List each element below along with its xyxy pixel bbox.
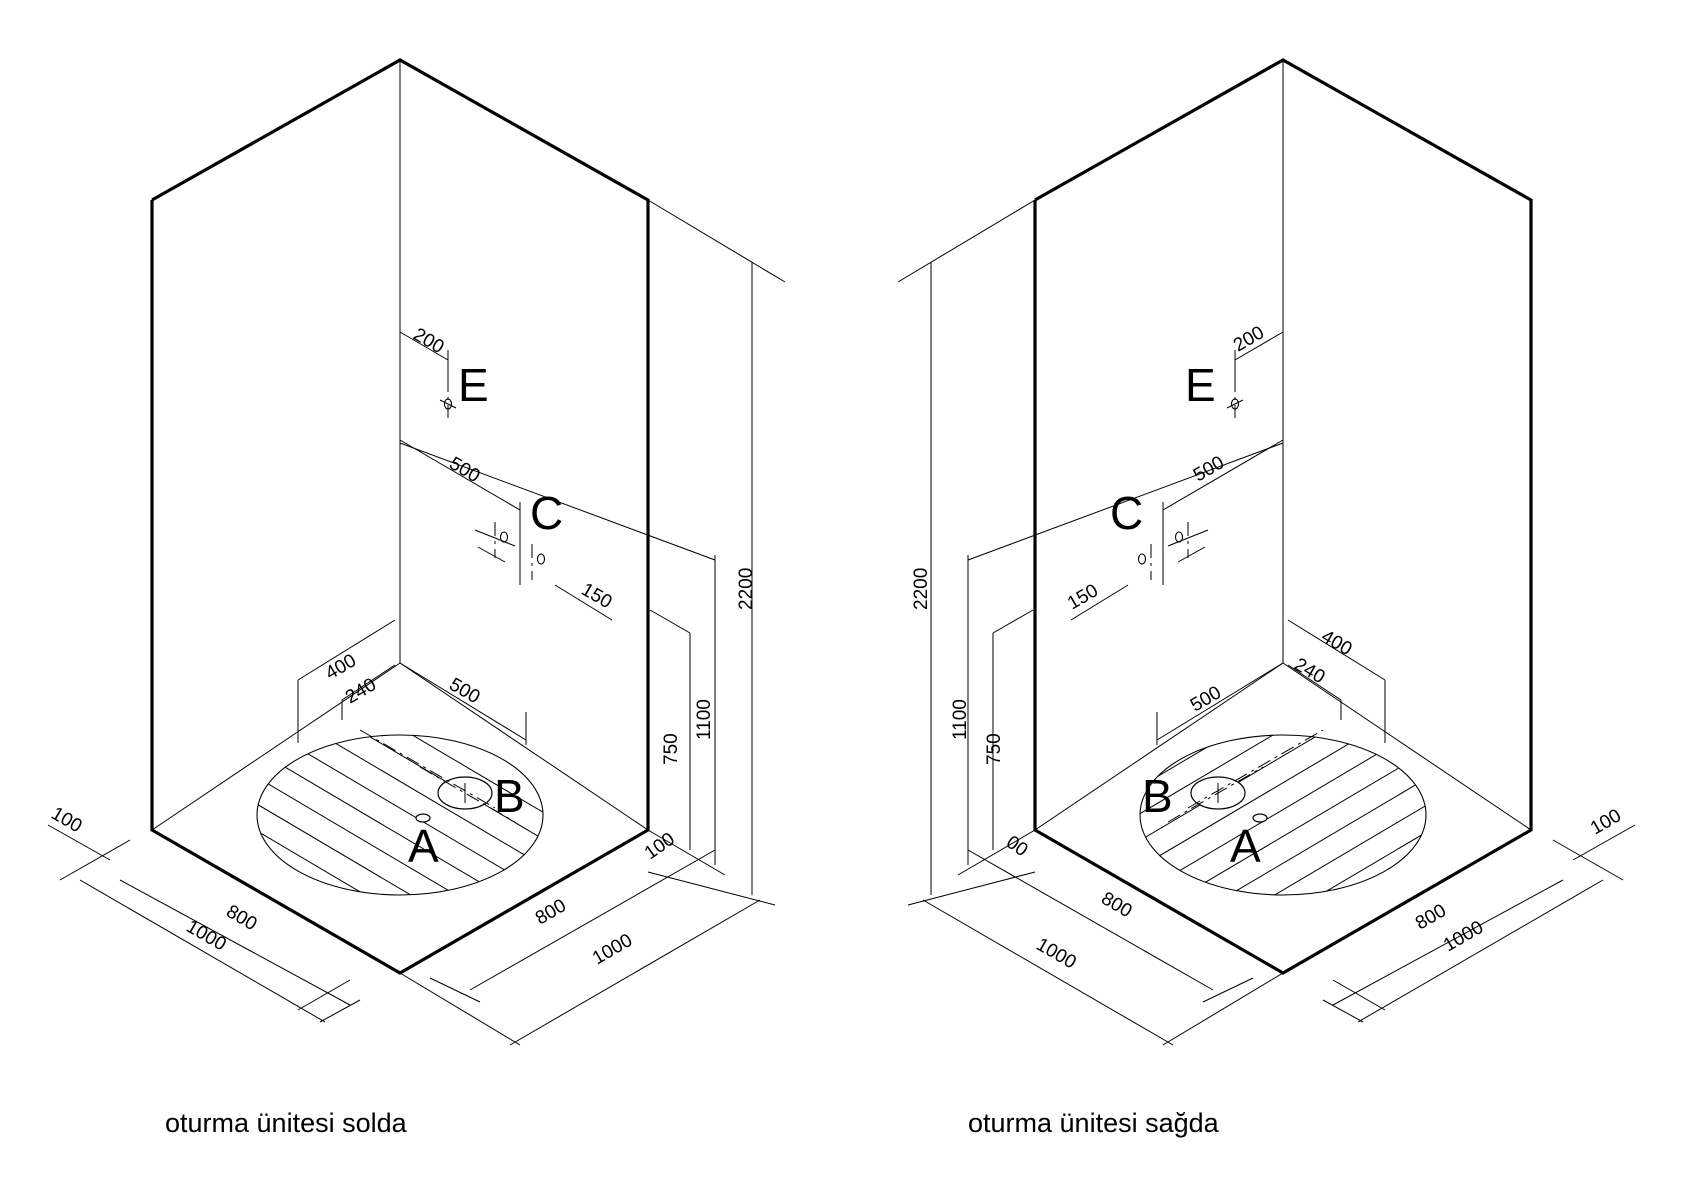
left-dim-outer-right: 1000 bbox=[589, 930, 636, 969]
right-drain-a bbox=[1252, 813, 1268, 823]
left-dim-edge: 100 bbox=[48, 803, 86, 837]
right-dim-outer-right: 1000 bbox=[1440, 917, 1487, 956]
right-wall-points bbox=[1137, 378, 1244, 580]
right-dim-wall-offset: 500 bbox=[1190, 452, 1228, 486]
left-label-e: E bbox=[458, 359, 489, 411]
right-dim-seat-depth: 400 bbox=[1318, 626, 1356, 660]
right-dim-height-c: 1100 bbox=[950, 699, 971, 740]
right-caption: oturma ünitesi sağda bbox=[968, 1108, 1220, 1138]
left-point-c2 bbox=[536, 553, 546, 565]
left-dim-wall-offset: 500 bbox=[446, 453, 484, 487]
left-label-c: C bbox=[530, 487, 563, 539]
left-dim-inner-left: 800 bbox=[223, 901, 261, 935]
left-dim-top-offset: 200 bbox=[410, 324, 448, 358]
left-cabin-outline bbox=[150, 58, 650, 975]
right-label-c: C bbox=[1110, 487, 1143, 539]
left-dim-inner-right: 800 bbox=[532, 895, 570, 929]
left-dim-base: 100 bbox=[641, 829, 679, 864]
right-dim-valve-spacing: 150 bbox=[1064, 580, 1102, 614]
left-tray bbox=[256, 729, 544, 896]
right-dim-inner-left: 800 bbox=[1098, 888, 1136, 922]
right-dim-height-b: 750 bbox=[984, 733, 1005, 765]
left-dim-drain-offset: 500 bbox=[446, 674, 484, 708]
left-dim-height-b: 750 bbox=[661, 733, 682, 765]
left-dim-seat-inner: 240 bbox=[342, 674, 380, 708]
left-dim-height-c: 1100 bbox=[694, 699, 715, 740]
left-caption: oturma ünitesi solda bbox=[165, 1108, 408, 1138]
right-dim-inner-right: 800 bbox=[1412, 900, 1450, 934]
left-dimension-lines bbox=[47, 199, 786, 1046]
right-dim-base: 00 bbox=[1002, 832, 1031, 861]
left-dim-height-total: 2200 bbox=[736, 568, 757, 610]
right-dim-top-offset: 200 bbox=[1230, 322, 1268, 356]
right-label-a: A bbox=[1230, 820, 1261, 872]
left-label-b: B bbox=[494, 770, 525, 822]
left-view: 200 500 150 2200 1100 750 100 400 240 50… bbox=[47, 58, 786, 1138]
right-label-e: E bbox=[1185, 359, 1216, 411]
right-point-c2 bbox=[1137, 553, 1147, 565]
left-dim-valve-spacing: 150 bbox=[578, 579, 616, 613]
left-label-a: A bbox=[408, 820, 439, 872]
right-dimension-lines bbox=[897, 199, 1636, 1046]
right-dim-seat-inner: 240 bbox=[1291, 654, 1329, 688]
right-dim-drain-offset: 500 bbox=[1187, 682, 1225, 716]
right-dim-height-total: 2200 bbox=[911, 568, 932, 610]
left-wall-points bbox=[439, 378, 546, 580]
right-label-b: B bbox=[1142, 770, 1173, 822]
right-dimension-labels: 200 500 150 2200 1100 750 00 400 240 500… bbox=[911, 322, 1625, 973]
right-view: 200 500 150 2200 1100 750 00 400 240 500… bbox=[897, 58, 1636, 1138]
left-dim-outer-left: 1000 bbox=[183, 916, 230, 955]
left-drain-a bbox=[415, 813, 431, 823]
left-dim-seat-depth: 400 bbox=[322, 650, 360, 684]
